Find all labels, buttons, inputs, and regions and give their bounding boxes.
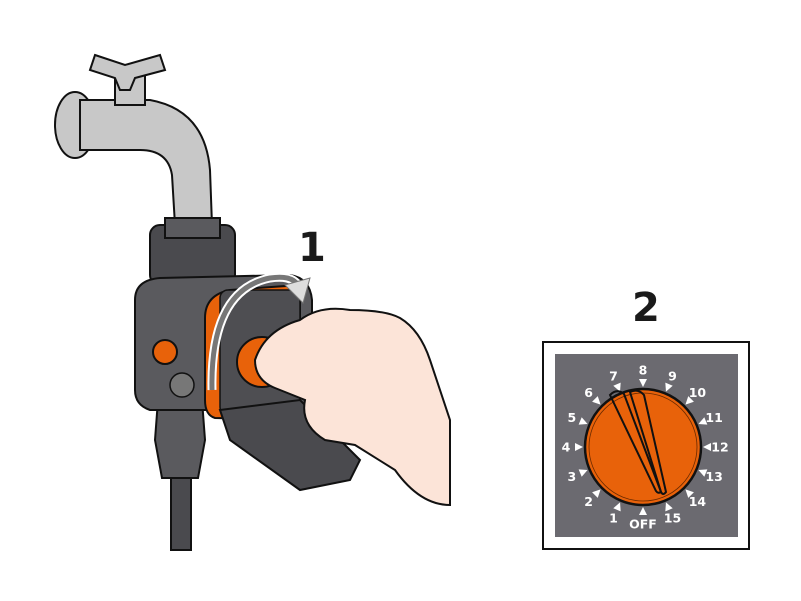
dial-label: 13 — [705, 469, 722, 484]
dial-tick-icon — [665, 502, 673, 512]
dial-label: 2 — [584, 494, 593, 509]
dial-label: 3 — [568, 469, 577, 484]
hose-connector — [153, 399, 207, 479]
dial-pointer — [628, 389, 668, 495]
dial-tick-icon — [575, 443, 583, 451]
dial-tick-icon — [592, 396, 601, 405]
faucet-handle-icon[interactable] — [88, 53, 167, 91]
dial-tick-icon — [613, 502, 621, 512]
dial-tick-icon — [698, 469, 708, 477]
dial-label: OFF — [629, 517, 657, 532]
dial-tick-icon — [665, 382, 673, 392]
dial-label: 10 — [689, 385, 707, 400]
dial-label: 11 — [705, 410, 722, 425]
dial-label: 9 — [668, 368, 677, 383]
dial-tick-icon — [685, 396, 694, 405]
dial-label: 8 — [639, 363, 648, 378]
step-1-label: 1 — [298, 225, 326, 271]
hand — [253, 307, 451, 507]
faucet — [54, 53, 214, 226]
dial-tick-icon — [592, 489, 601, 498]
hose — [170, 469, 192, 551]
dial-label: 15 — [664, 511, 681, 526]
dial-tick-icon — [578, 469, 588, 477]
dial-label: 5 — [568, 410, 577, 425]
dial-tick-icon — [639, 379, 647, 387]
dial-tick-icon — [698, 417, 708, 425]
dial-tick-icon — [685, 489, 694, 498]
dial-tick-icon — [703, 443, 711, 451]
dial-label: 6 — [584, 385, 593, 400]
dial-tick-icon — [613, 382, 621, 392]
brand-logo — [169, 372, 195, 398]
dial-label: 12 — [711, 440, 728, 455]
dial-tick-icon — [639, 507, 647, 515]
step-2-label: 2 — [632, 285, 660, 331]
dial-tick-icon — [578, 417, 588, 425]
dial-label: 1 — [609, 511, 618, 526]
dial-label: 7 — [609, 368, 618, 383]
dial-label: 14 — [689, 494, 707, 509]
battery-cover — [152, 339, 178, 365]
dial-label: 4 — [562, 440, 571, 455]
